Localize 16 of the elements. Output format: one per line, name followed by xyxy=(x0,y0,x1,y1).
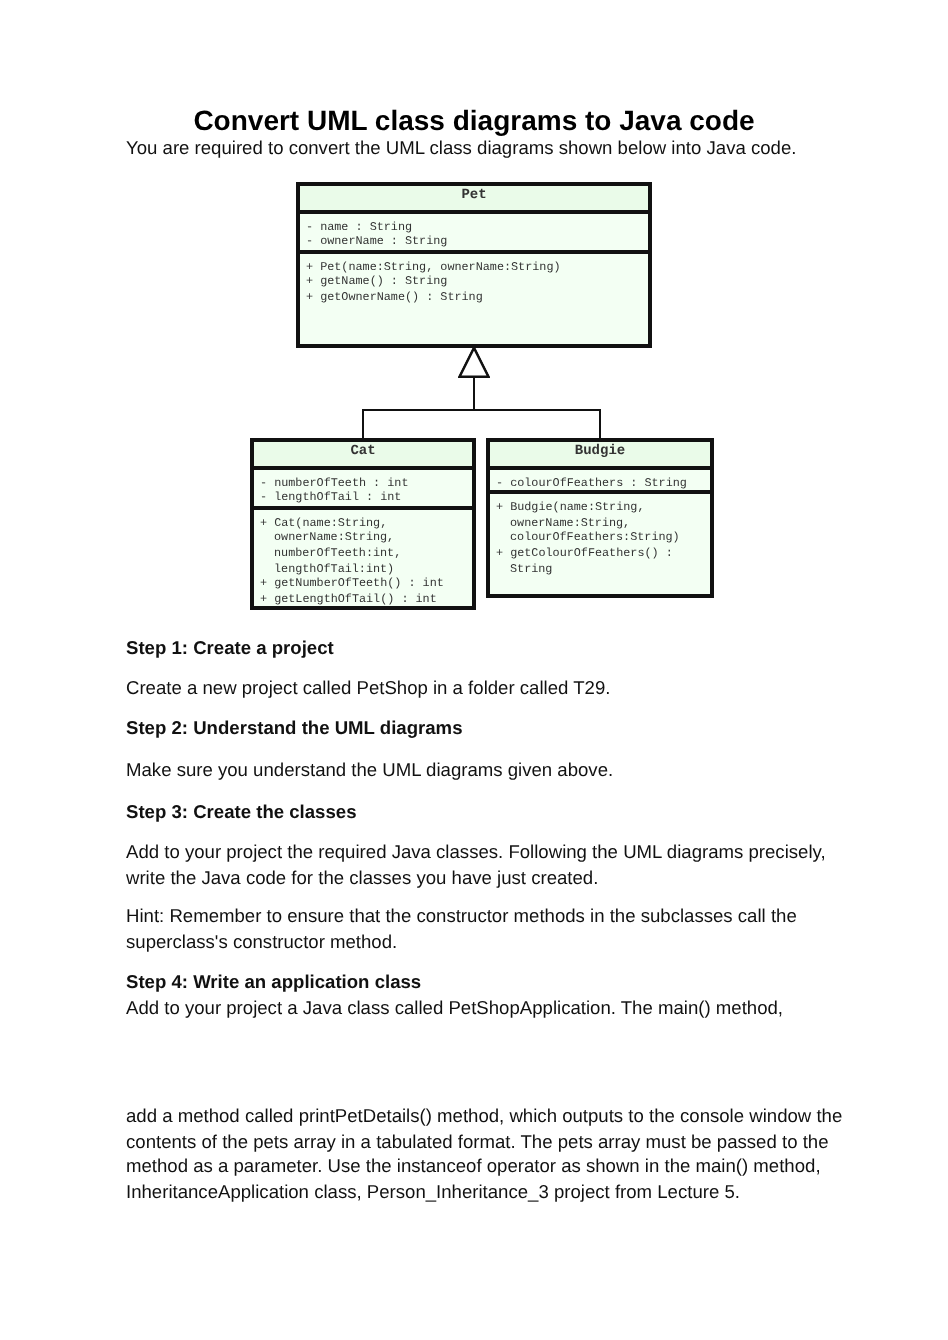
paragraph: Add to your project a Java class called PetShopApplication. The main() method, xyxy=(126,996,785,1021)
step-heading: Step 3: Create the classes xyxy=(126,800,359,825)
step-heading: Step 1: Create a project xyxy=(126,636,336,661)
paragraph: Create a new project called PetShop in a folder called T29. xyxy=(126,676,613,701)
paragraph: add a method called printPetDetails() method, which outputs to the console window the contents of the pets array in a tabulated format. The pets array must be passed to the method as a parameter. Use the instanceof operator as shown in the main() method, InheritanceApplication class, Person_Inheritance_3 project from Lecture 5. xyxy=(126,1104,845,1204)
inheritance-arrow xyxy=(458,346,601,439)
step-heading: Step 4: Write an application class xyxy=(126,970,424,995)
class-box xyxy=(296,182,652,348)
page-title: Convert UML class diagrams to Java code xyxy=(191,104,757,136)
step-heading: Step 2: Understand the UML diagrams xyxy=(126,716,465,741)
paragraph: Make sure you understand the UML diagrams given above. xyxy=(126,758,616,783)
class-box xyxy=(250,438,476,611)
paragraph: Hint: Remember to ensure that the constructor methods in the subclasses call the superclass's constructor method. xyxy=(126,904,799,954)
class-box xyxy=(486,438,714,598)
paragraph: You are required to convert the UML class diagrams shown below into Java code. xyxy=(126,136,799,161)
paragraph: Add to your project the required Java classes. Following the UML diagrams precisely, write the Java code for the classes you have just created. xyxy=(126,840,828,890)
